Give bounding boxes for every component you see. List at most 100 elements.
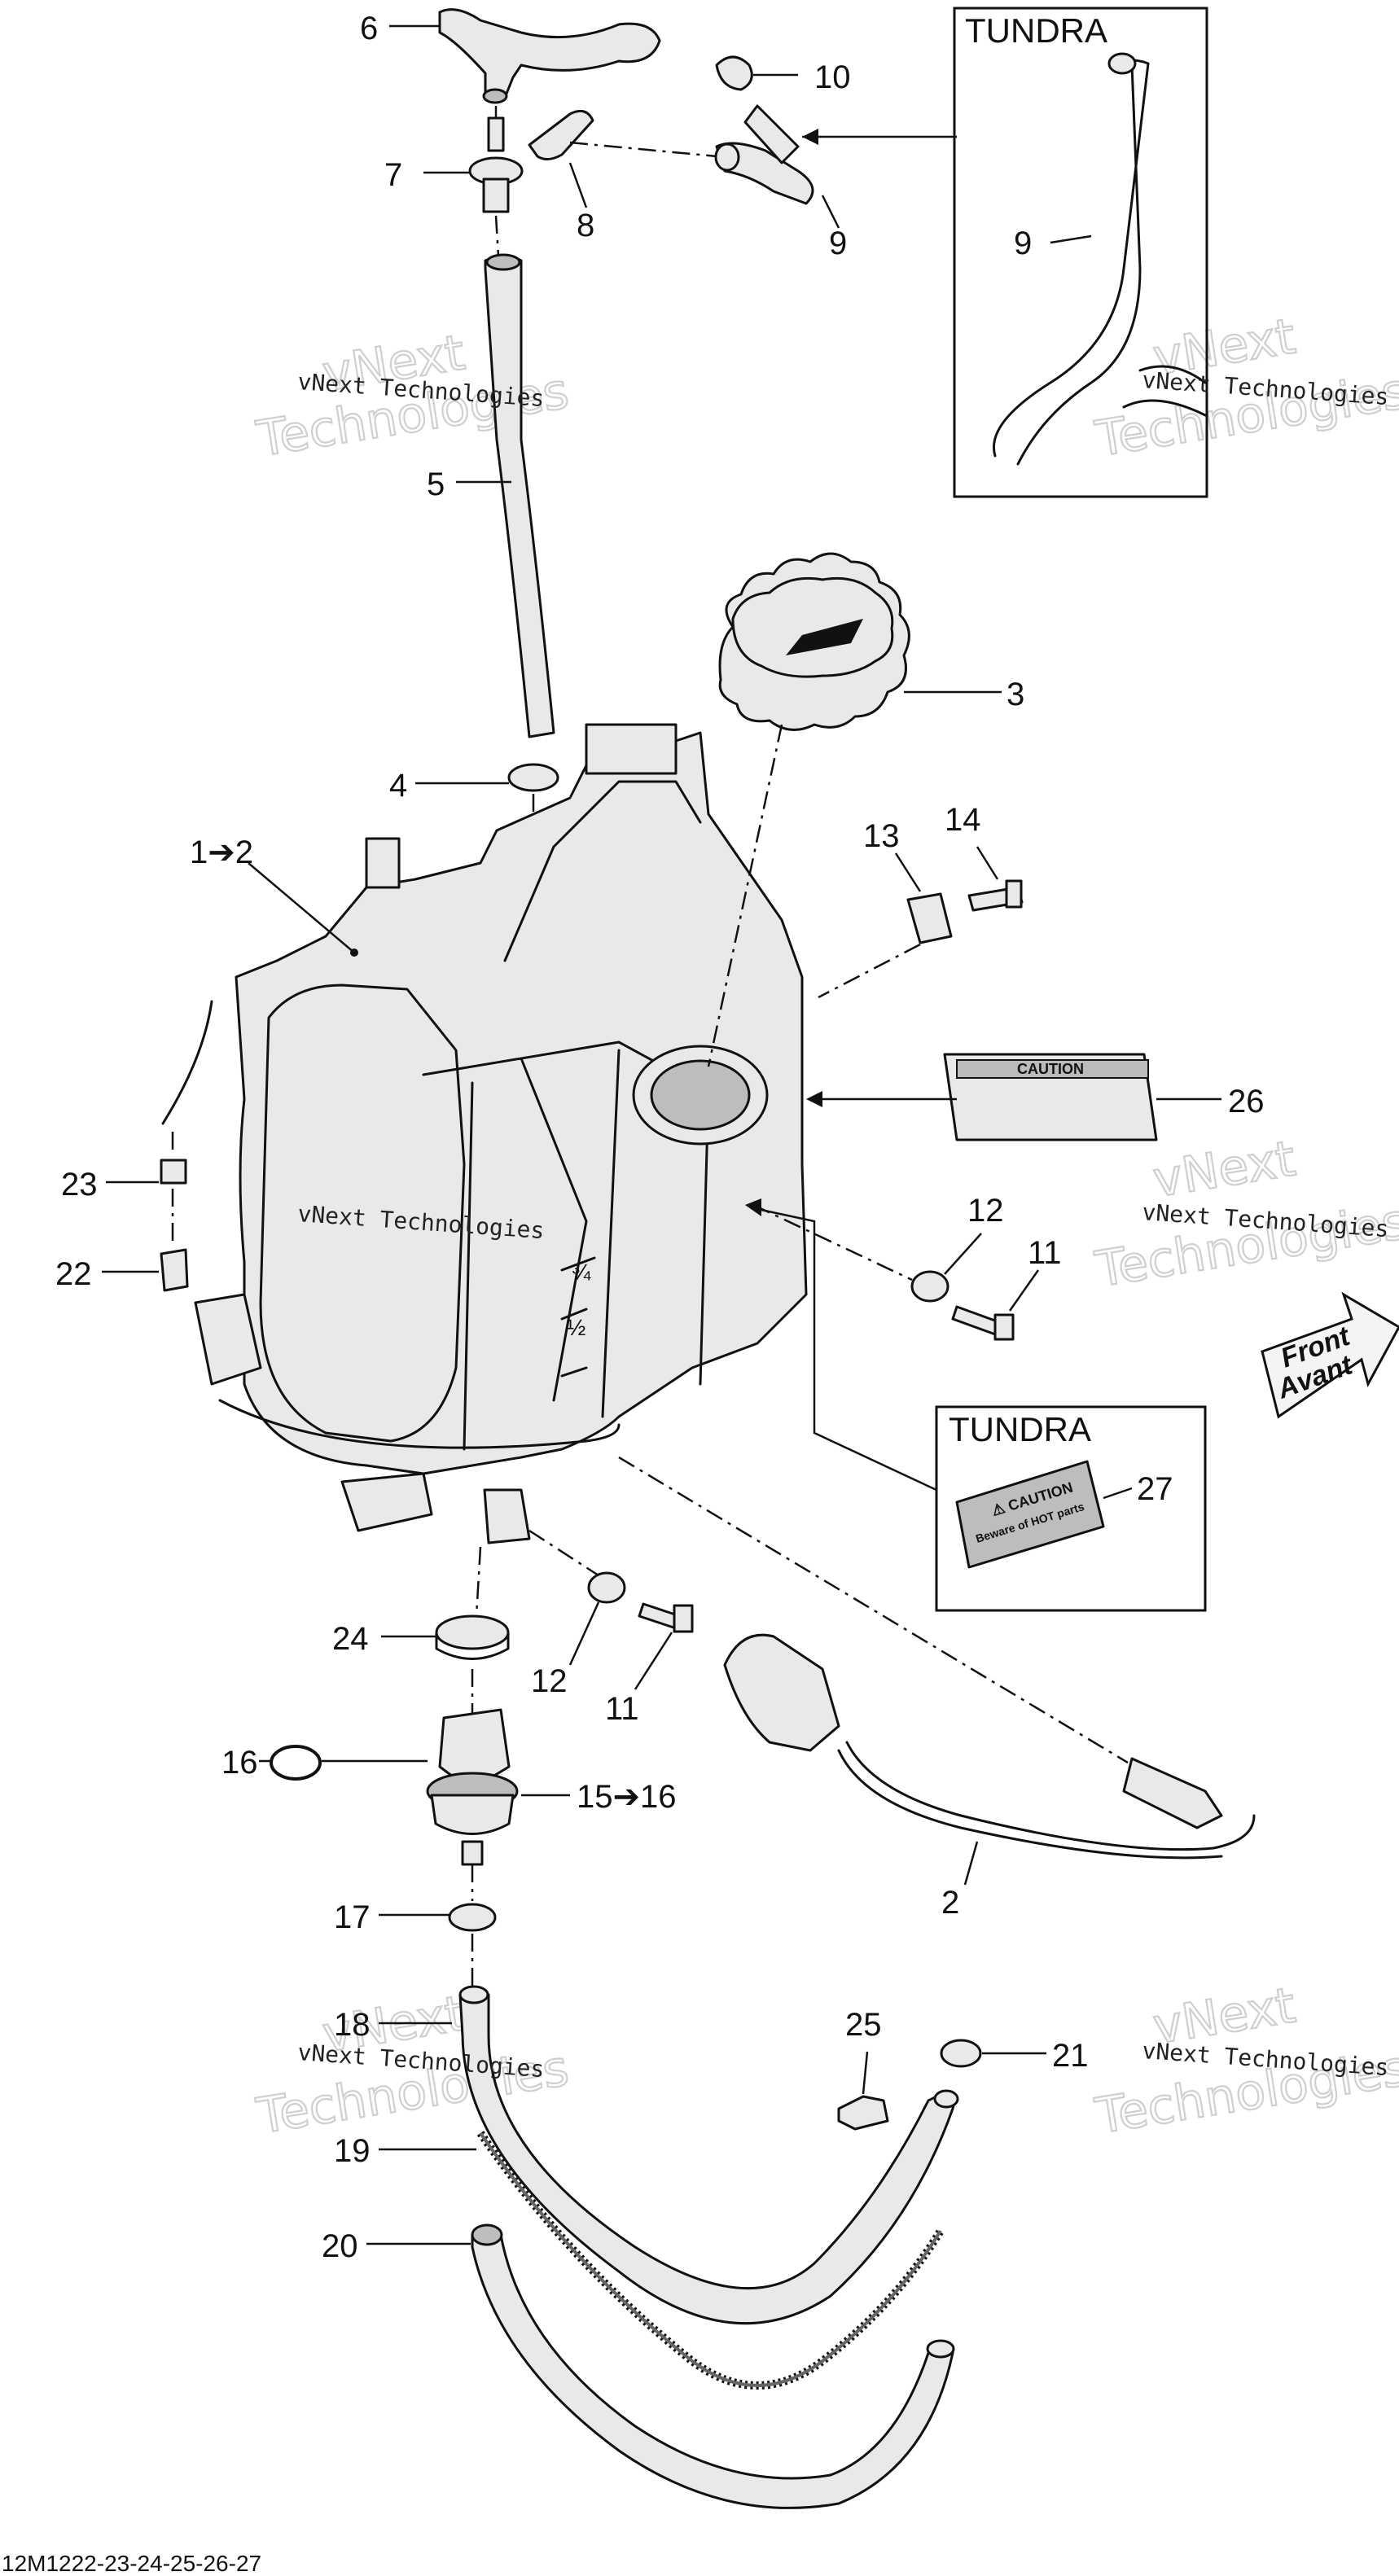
callout-5: 5 — [427, 467, 445, 502]
tank-side-connector — [194, 1293, 262, 1386]
leader-14 — [976, 846, 999, 880]
leader-13 — [894, 852, 922, 892]
leader-11-right — [1008, 1269, 1040, 1312]
tundra-box-label: TUNDRA — [965, 11, 1107, 50]
nut-part-23 — [160, 1159, 187, 1185]
hose-9-elbow — [743, 104, 800, 164]
clamp-part-24 — [435, 1614, 510, 1650]
fuel-cap-logo-icon — [786, 619, 863, 655]
hose-20-end-right — [926, 2339, 955, 2359]
leader-9 — [821, 195, 840, 229]
leader-tundra-9 — [1050, 234, 1092, 244]
arrow-tundra-9-head — [802, 129, 818, 145]
callout-18: 18 — [334, 2007, 371, 2043]
tundra-hose-branch — [1122, 365, 1207, 417]
tank-filler-opening — [650, 1059, 751, 1131]
bolt-part-11-bottom-head — [673, 1604, 694, 1633]
tank-left-cavity — [259, 984, 466, 1443]
small-hardware: CAUTION Front Avant TUNDRA ⚠ CAUTION Bew… — [160, 724, 1399, 1633]
callout-1-to-2: 1➔2 — [190, 835, 253, 870]
bolt-part-11-right-head — [993, 1313, 1015, 1341]
leader-11-bottom — [634, 1632, 673, 1690]
leader-1 — [248, 862, 355, 953]
arrow-27-tank-head — [745, 1198, 761, 1216]
hose-5-end — [485, 253, 521, 271]
callout-7: 7 — [384, 157, 402, 193]
tundra-vent-hose — [993, 59, 1150, 466]
valve-part-15-stem — [461, 1840, 484, 1866]
hose-18-end-right — [933, 2089, 959, 2109]
callout-11-right: 11 — [1028, 1235, 1062, 1271]
valve-part-15-top — [438, 1708, 511, 1781]
dash-12-bottom — [528, 1529, 599, 1577]
arrow-26-tank-head — [806, 1091, 822, 1107]
leader-25 — [862, 2051, 869, 2095]
callout-21: 21 — [1052, 2038, 1089, 2074]
clamp-part-4 — [507, 763, 559, 792]
hose-part-5 — [484, 255, 555, 738]
clamp-24-side — [435, 1631, 510, 1660]
tank-level-three-quarter: ¾ — [572, 1260, 591, 1285]
hose-20-end — [471, 2223, 503, 2246]
callout-16: 16 — [221, 1745, 258, 1781]
callout-19: 19 — [334, 2133, 371, 2169]
callout-23: 23 — [61, 1167, 98, 1203]
leader-2 — [963, 1841, 979, 1886]
tank-cable-stub — [161, 1000, 213, 1125]
callout-13: 13 — [863, 818, 900, 854]
callout-24: 24 — [332, 1621, 369, 1657]
leader-12-right — [944, 1233, 982, 1275]
dash-8-9 — [569, 141, 717, 158]
harness-connector — [723, 1633, 840, 1752]
valve-7-stem — [482, 177, 510, 213]
harness-sensor — [1122, 1757, 1223, 1829]
tundra-label-box-frame — [935, 1405, 1207, 1612]
tank-level-half: ½ — [567, 1315, 585, 1340]
harness-wire-1 — [845, 1741, 1256, 1851]
callout-12-bottom: 12 — [531, 1663, 568, 1699]
tank-ribs — [463, 1049, 621, 1451]
leader-1-dot — [350, 948, 358, 957]
tundra-hose-end — [1107, 52, 1137, 75]
callout-20: 20 — [322, 2228, 358, 2264]
spring-19-core — [479, 2131, 942, 2387]
clamp-part-17 — [448, 1903, 497, 1932]
tank-mount-tab-left — [365, 837, 401, 889]
grommet-part-22 — [160, 1248, 189, 1292]
hose-6-end — [482, 88, 508, 104]
callout-26: 26 — [1228, 1084, 1265, 1119]
tank-upper-bracket — [503, 780, 702, 962]
caution-label-band — [956, 1059, 1149, 1079]
tank-level-marks — [560, 1256, 596, 1378]
callout-3: 3 — [1006, 677, 1024, 712]
callout-15-to-16: 15➔16 — [577, 1779, 677, 1815]
leader-12-bottom — [568, 1601, 600, 1666]
callout-17: 17 — [334, 1899, 371, 1935]
washer-part-12-bottom — [587, 1571, 626, 1604]
dash-cap-neck — [707, 724, 783, 1067]
valve-7-top — [487, 116, 505, 152]
harness-wire-2 — [837, 1749, 1223, 1860]
o-ring-part-16 — [270, 1745, 322, 1781]
harness-part-2 — [618, 1456, 1256, 1860]
callout-8: 8 — [577, 208, 594, 243]
tundra-box-frame — [953, 7, 1208, 498]
callout-22: 22 — [55, 1256, 92, 1292]
fuel-cap-part-3 — [718, 552, 910, 731]
front-direction-arrow-icon — [1261, 1291, 1399, 1419]
caution-label-text: CAUTION — [1017, 1061, 1084, 1077]
vent-hose-assembly — [438, 8, 814, 928]
lower-parts — [270, 1546, 982, 2509]
leader-lines — [102, 24, 1221, 2245]
hose-part-9 — [715, 142, 814, 205]
callout-9-tundra: 9 — [1014, 226, 1032, 261]
callout-4: 4 — [389, 768, 407, 804]
washer-part-12-right — [910, 1270, 949, 1303]
clip-part-25 — [837, 2095, 889, 2131]
valve-part-15-body — [430, 1794, 515, 1835]
callout-12-right: 12 — [967, 1193, 1004, 1229]
dash-12-tank — [752, 1203, 913, 1281]
dash-13-tank — [818, 943, 921, 999]
callout-numbers: 6 7 8 9 10 9 5 4 1➔2 3 13 14 26 12 11 27… — [55, 11, 1265, 2264]
watermark-outline-4a: vNext — [1149, 1130, 1299, 1209]
